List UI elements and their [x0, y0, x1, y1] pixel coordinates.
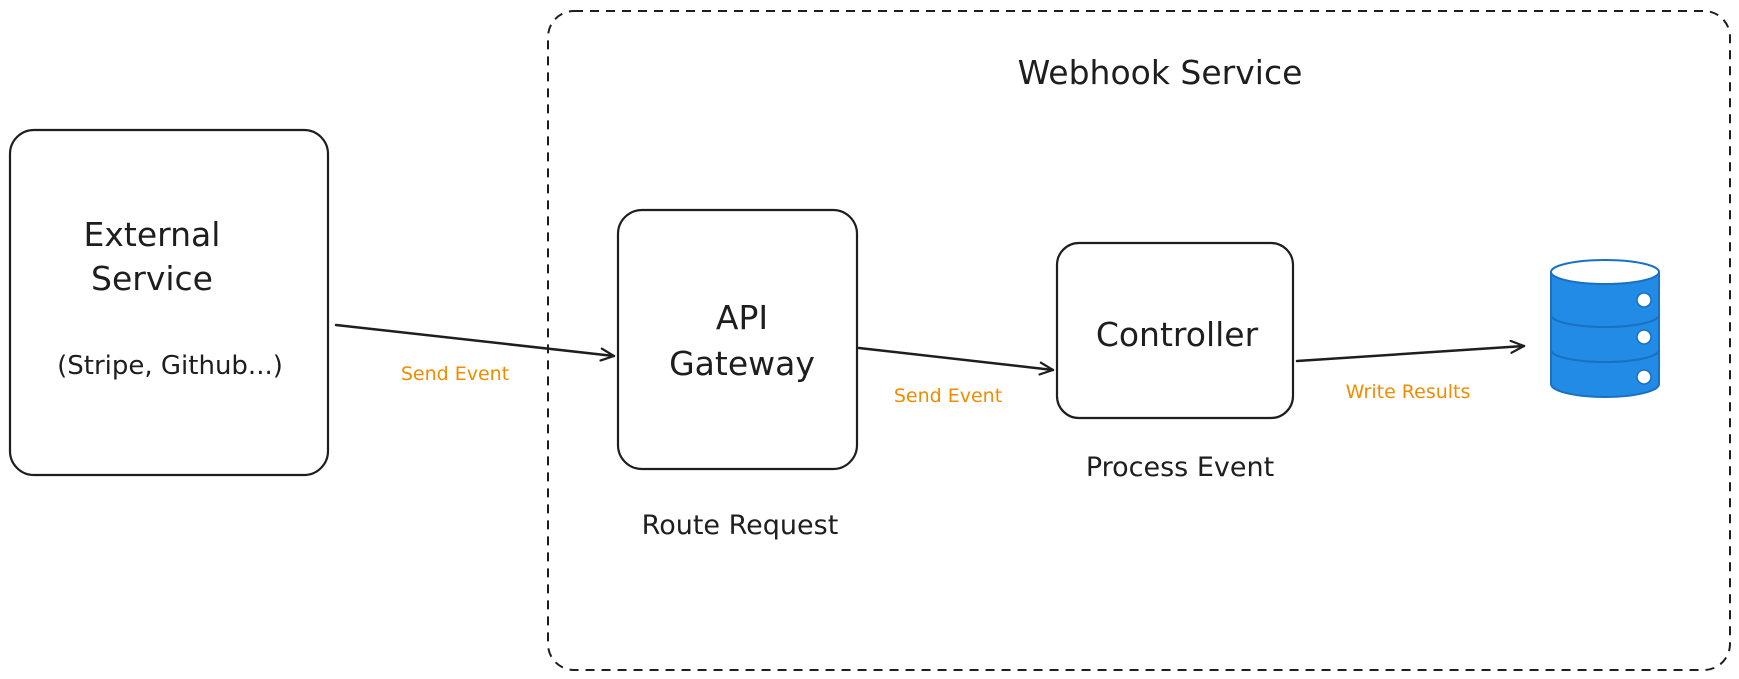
controller-caption: Process Event	[1086, 452, 1274, 483]
external-service-title-line2: Service	[91, 259, 213, 298]
controller-box	[1055, 241, 1295, 420]
external-service-box	[8, 128, 330, 477]
edge-controller-to-database	[1295, 346, 1526, 363]
api-gateway-title-line1: API	[716, 298, 768, 337]
edge-label-controller-to-database: Write Results	[1346, 381, 1471, 403]
controller-title: Controller	[1096, 315, 1259, 354]
edge-label-external-to-gateway: Send Event	[401, 363, 509, 385]
edge-label-gateway-to-controller: Send Event	[894, 385, 1002, 407]
database-icon	[1550, 259, 1660, 398]
api-gateway-box	[616, 208, 859, 471]
edge-external-to-gateway	[334, 323, 616, 356]
webhook-service-title: Webhook Service	[1018, 53, 1303, 92]
external-service-subtitle: (Stripe, Github...)	[57, 351, 283, 381]
api-gateway-caption: Route Request	[642, 510, 839, 541]
api-gateway-title-line2: Gateway	[669, 344, 815, 383]
external-service-title-line1: External	[84, 215, 221, 254]
webhook-service-group	[547, 10, 1731, 671]
edge-gateway-to-controller	[857, 346, 1055, 370]
